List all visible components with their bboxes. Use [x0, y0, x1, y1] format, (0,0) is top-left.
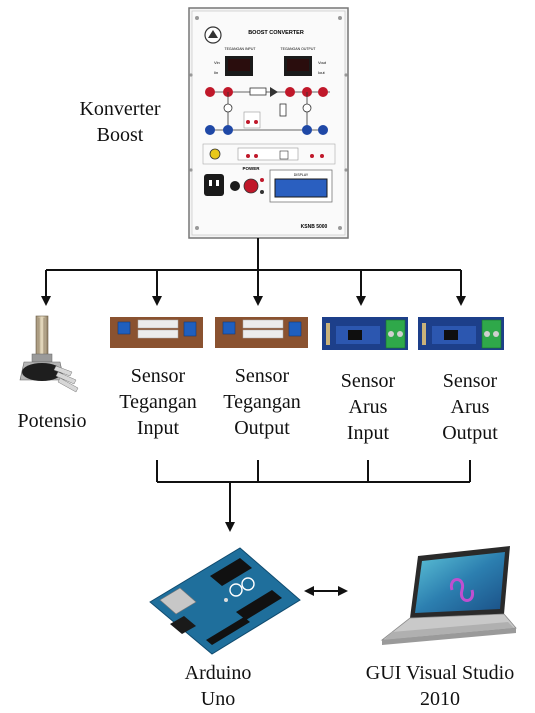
sensor-tegangan-input-line2: Tegangan	[119, 391, 197, 413]
sensor-tegangan-output-line3: Output	[234, 417, 290, 439]
power-button	[243, 178, 259, 194]
laptop-image	[380, 546, 517, 645]
lcd-display	[274, 178, 328, 198]
terminal-blue	[223, 125, 233, 135]
power-socket	[204, 174, 224, 196]
panel-model: KSNB 5000	[301, 224, 328, 230]
terminal-red	[205, 87, 215, 97]
boost-converter-panel: BOOST CONVERTER TEGANGAN INPUT TEGANGAN …	[188, 7, 349, 239]
gui-label-line2: 2010	[420, 688, 460, 710]
gui-label: GUI Visual Studio 2010	[350, 660, 530, 712]
top-bus	[41, 238, 466, 306]
sensor-arus-output-line1: Sensor	[442, 370, 498, 392]
panel-title: BOOST CONVERTER	[248, 30, 304, 36]
sensor-tegangan-input-line1: Sensor	[130, 365, 186, 387]
current-sensor-output-image	[418, 317, 504, 350]
potensio-label: Potensio	[4, 408, 100, 434]
terminal-blue	[302, 125, 312, 135]
sensor-arus-input-line1: Sensor	[340, 370, 396, 392]
meter-left-label: TEGANGAN INPUT	[224, 47, 256, 51]
current-sensor-input-image	[322, 317, 408, 350]
meter-right-label: TEGANGAN OUTPUT	[280, 47, 316, 51]
display-label: DISPLAY	[294, 173, 309, 177]
potentiometer-image	[19, 315, 79, 393]
potensio-label-line1: Potensio	[17, 410, 87, 432]
power-label: POWER	[242, 166, 260, 171]
sensor-tegangan-input-line3: Input	[136, 417, 180, 439]
bottom-bus	[156, 460, 471, 532]
sensor-arus-input-line2: Arus	[348, 396, 388, 418]
converter-label: Konverter Boost	[60, 96, 180, 148]
converter-label-line2: Boost	[96, 124, 144, 146]
sensor-arus-output-line3: Output	[442, 422, 498, 444]
terminal-blue	[205, 125, 215, 135]
sensor-arus-output-label: Sensor Arus Output	[422, 368, 518, 446]
sensor-tegangan-input-label: Sensor Tegangan Input	[108, 363, 208, 441]
terminal-blue	[318, 125, 328, 135]
sensor-arus-input-label: Sensor Arus Input	[322, 368, 414, 446]
arduino-label-line1: Arduino	[184, 662, 252, 684]
converter-label-line1: Konverter	[79, 98, 161, 120]
svg-text:Vin: Vin	[214, 60, 220, 65]
sensor-tegangan-output-label: Sensor Tegangan Output	[214, 363, 310, 441]
terminal-yellow	[209, 148, 221, 160]
voltage-sensor-output-image	[215, 317, 308, 348]
terminal-red	[285, 87, 295, 97]
sensor-tegangan-output-line2: Tegangan	[223, 391, 301, 413]
arduino-label-line2: Uno	[200, 688, 236, 710]
power-switch	[230, 181, 240, 191]
sensor-tegangan-output-line1: Sensor	[234, 365, 290, 387]
voltage-sensor-input-image	[110, 317, 203, 348]
terminal-red	[318, 87, 328, 97]
arduino-uno-image	[149, 547, 301, 655]
sensor-arus-input-line3: Input	[346, 422, 390, 444]
svg-text:Vout: Vout	[318, 60, 327, 65]
svg-text:Iout: Iout	[318, 70, 326, 75]
gui-label-line1: GUI Visual Studio	[365, 662, 515, 684]
arduino-label: Arduino Uno	[168, 660, 268, 712]
svg-text:Iin: Iin	[214, 70, 218, 75]
sensor-arus-output-line2: Arus	[450, 396, 490, 418]
